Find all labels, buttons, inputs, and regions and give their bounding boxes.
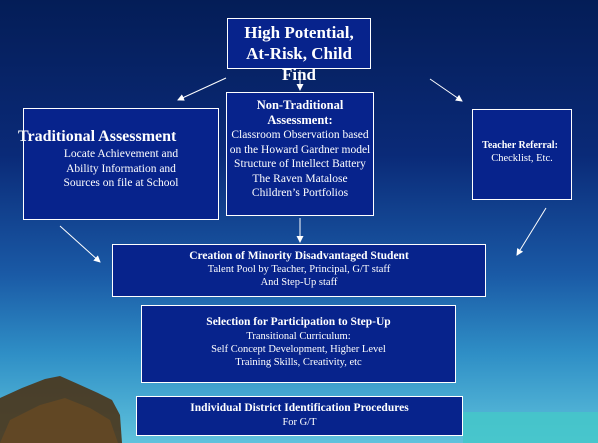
non-traditional-assessment-box: Non-Traditional Assessment: Classroom Ob…	[226, 92, 374, 216]
creation-line: And Step-Up staff	[260, 277, 338, 288]
high-potential-line2: At-Risk, Child Find	[246, 44, 352, 84]
traditional-line: Sources on file at School	[63, 177, 179, 189]
non-traditional-line: The Raven Matalose	[252, 172, 348, 185]
high-potential-box: High Potential, At-Risk, Child Find	[227, 18, 371, 84]
non-traditional-line: Classroom Observation based	[231, 129, 369, 141]
creation-title: Creation of Minority Disadvantaged Stude…	[189, 250, 409, 262]
high-potential-line1: High Potential,	[244, 23, 354, 42]
district-identification-box: Individual District Identification Proce…	[136, 396, 463, 436]
selection-line: Self Concept Development, Higher Level	[211, 344, 386, 355]
traditional-assessment-box: Traditional Assessment Locate Achievemen…	[18, 108, 219, 220]
teacher-referral-box: Teacher Referral: Checklist, Etc.	[472, 109, 572, 200]
creation-talent-pool-box: Creation of Minority Disadvantaged Stude…	[112, 244, 486, 297]
non-traditional-line: on the Howard Gardner model	[229, 143, 371, 156]
selection-line: Transitional Curriculum:	[246, 331, 351, 342]
non-traditional-line: Structure of Intellect Battery	[234, 158, 366, 170]
selection-title: Selection for Participation to Step-Up	[206, 316, 391, 328]
creation-line: Talent Pool by Teacher, Principal, G/T s…	[207, 264, 391, 275]
district-title: Individual District Identification Proce…	[190, 402, 409, 414]
arrow-right-to-creation	[516, 207, 547, 256]
arrow-top-to-right	[429, 78, 463, 102]
arrow-left-to-creation	[59, 225, 101, 263]
selection-line: Training Skills, Creativity, etc	[235, 357, 362, 368]
teacher-referral-title: Teacher Referral:	[482, 140, 558, 151]
selection-step-up-box: Selection for Participation to Step-Up T…	[141, 305, 456, 383]
non-traditional-line: Children’s Portfolios	[251, 187, 349, 199]
teacher-referral-line: Checklist, Etc.	[491, 153, 553, 164]
district-line: For G/T	[282, 417, 317, 428]
arrow-top-to-left	[177, 77, 227, 101]
traditional-line: Locate Achievement and	[63, 148, 179, 160]
non-traditional-assessment-title: Non-Traditional Assessment:	[256, 98, 344, 127]
traditional-line: Ability Information and	[66, 162, 176, 175]
traditional-assessment-title: Traditional Assessment	[18, 128, 177, 145]
